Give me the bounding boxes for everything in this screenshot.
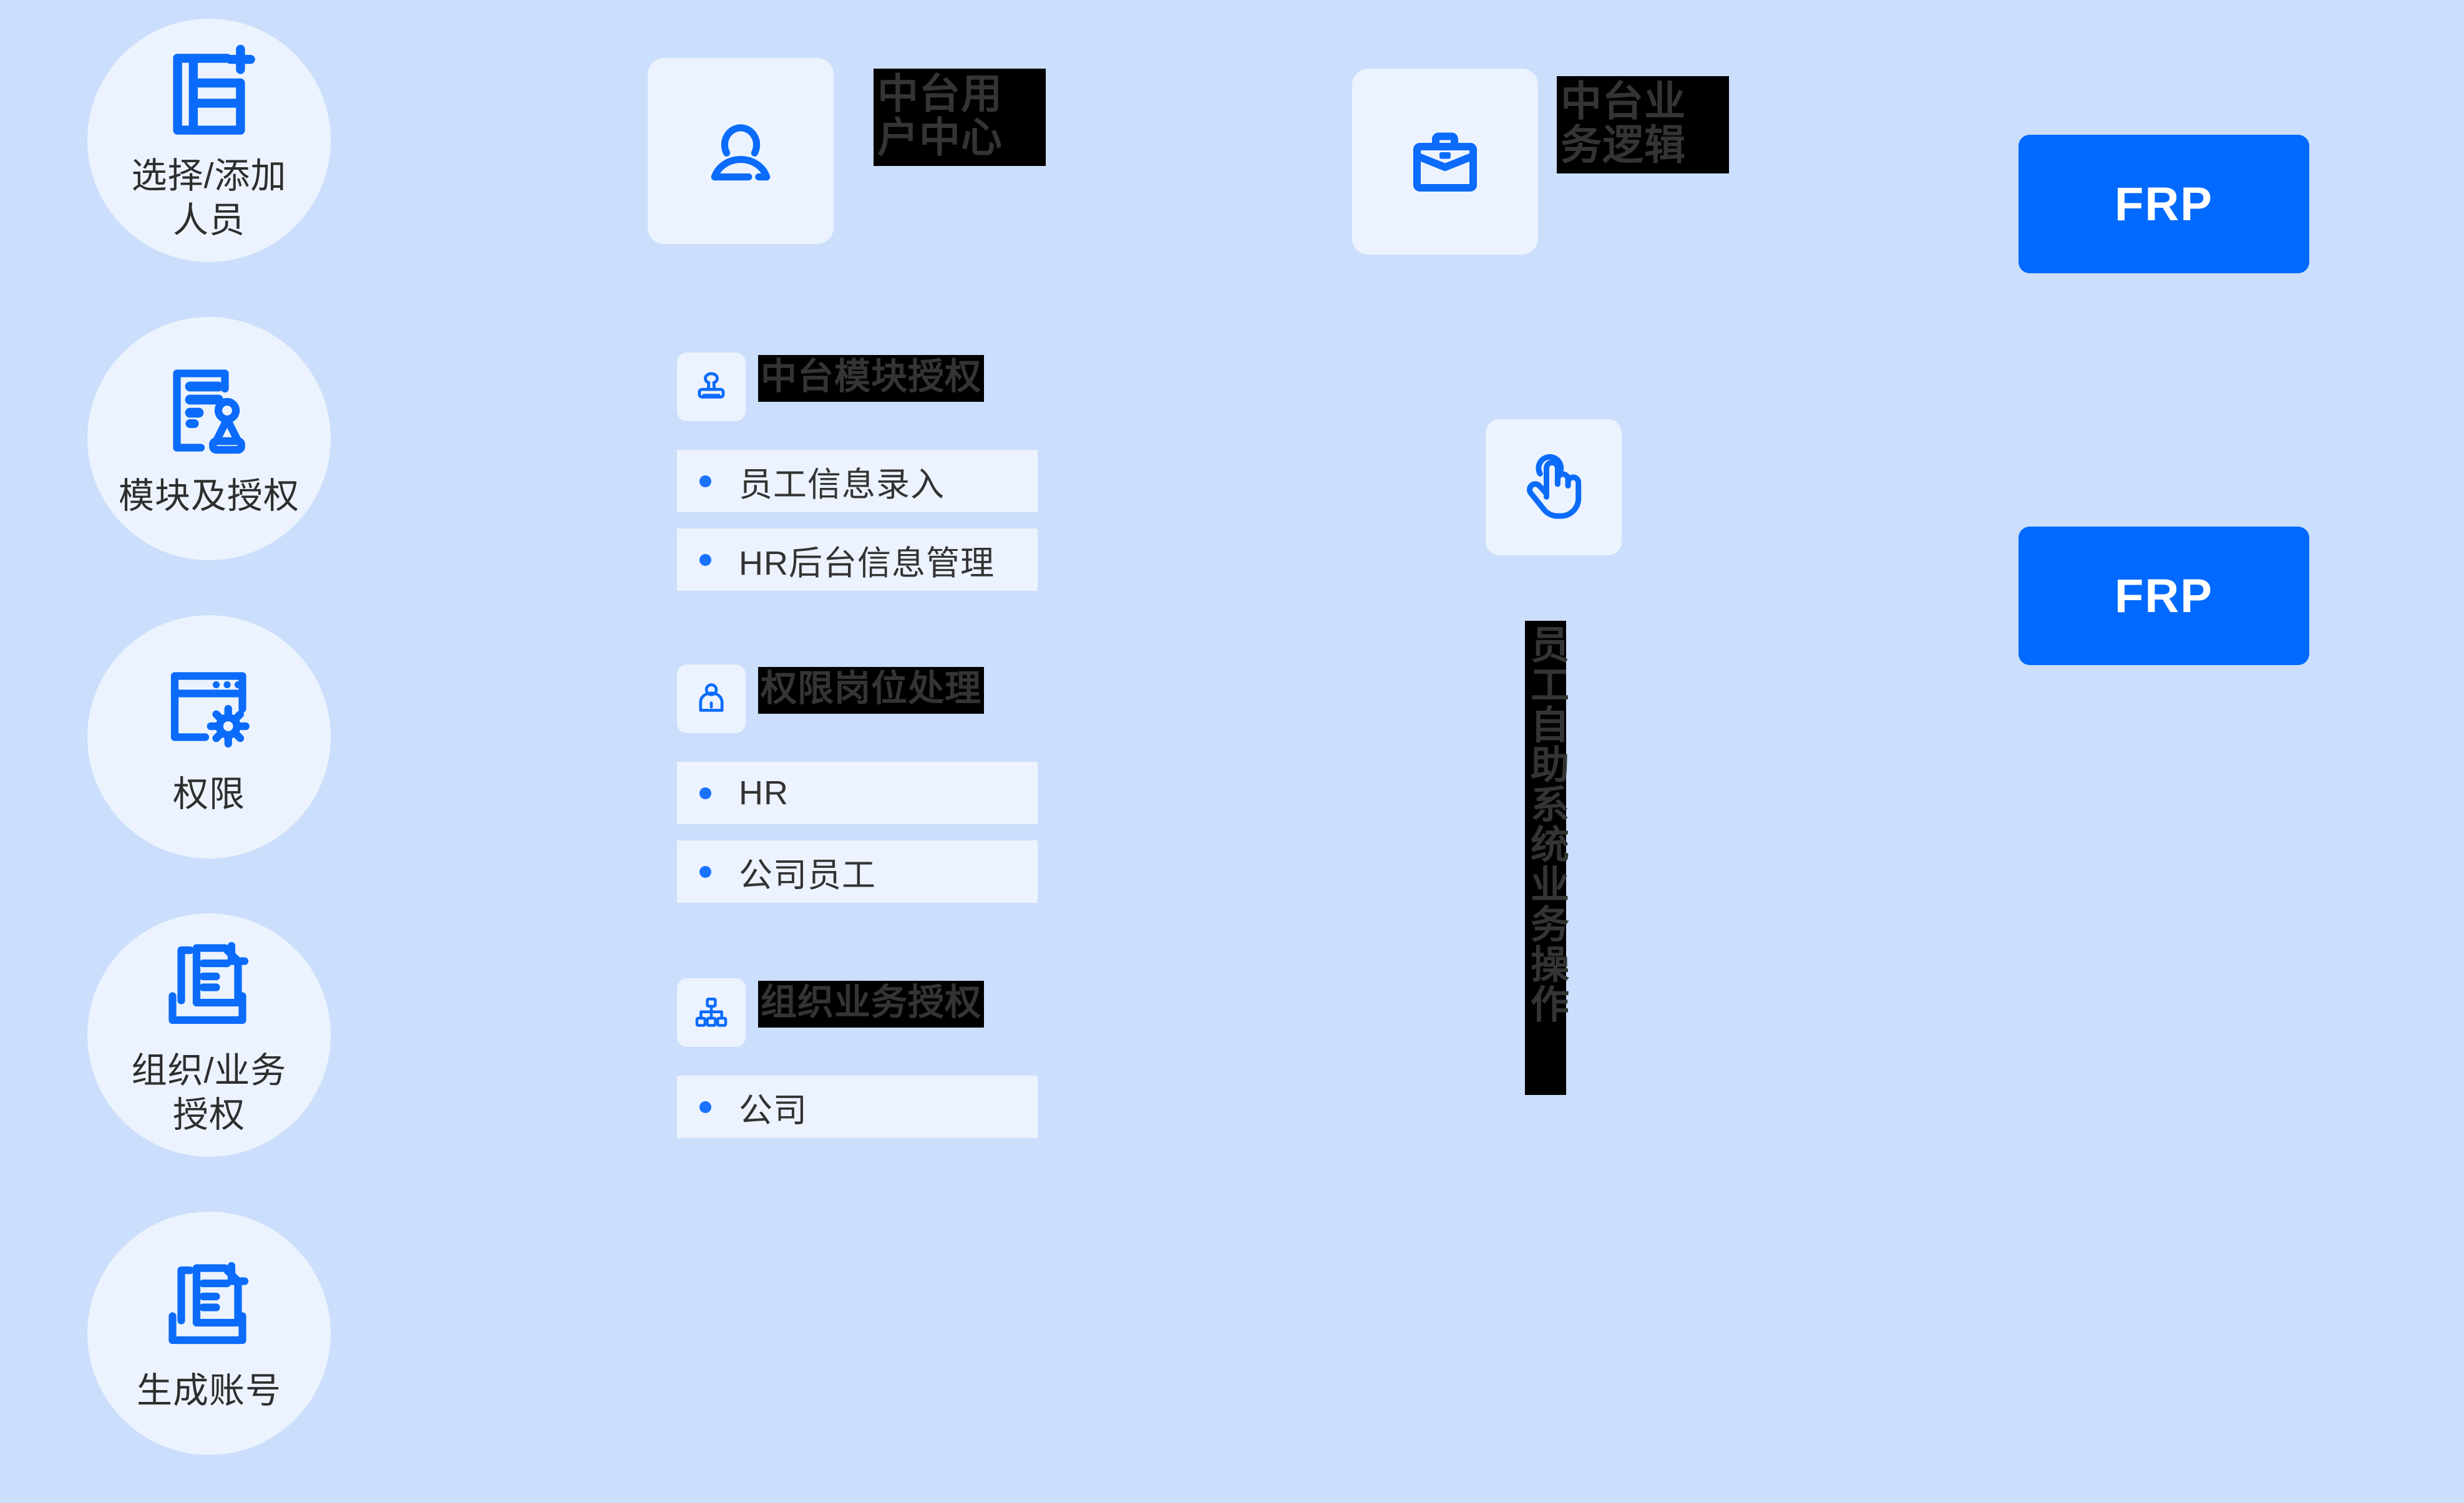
step-circle-label: 选择/添加 人员 [131, 155, 287, 240]
frp-button-bottom[interactable]: FRP [2018, 527, 2309, 665]
business-logic-title: 中台业 务逻辑 [1557, 76, 1729, 173]
frp-button-label: FRP [2115, 569, 2213, 623]
list-item[interactable]: 员工信息录入 [677, 450, 1038, 512]
list-item[interactable]: 公司 [677, 1076, 1038, 1138]
bullet-dot-icon [699, 787, 711, 799]
step-circle-label: 生成账号 [137, 1371, 281, 1411]
stamp-icon-tile[interactable] [677, 353, 746, 421]
tap-hand-icon [1514, 447, 1594, 527]
org-tree-icon [691, 993, 731, 1033]
user-badge-icon [691, 678, 732, 719]
step-circle-label: 模块及授权 [119, 476, 299, 517]
group-title: 组织业务授权 [758, 981, 985, 1028]
user-center-tile[interactable] [648, 58, 834, 244]
tap-gesture-tile[interactable] [1486, 419, 1622, 555]
add-layout-icon [153, 38, 265, 150]
business-logic-tile[interactable] [1352, 69, 1538, 255]
bullet-dot-icon [699, 865, 711, 878]
list-item-label: 公司员工 [739, 856, 876, 894]
list-item[interactable]: HR [677, 762, 1038, 824]
group-role-position-handling: 权限岗位处理 HR 公司员工 [677, 664, 1038, 903]
briefcase-icon [1398, 115, 1492, 208]
user-icon [691, 101, 791, 201]
frp-button-top[interactable]: FRP [2018, 135, 2309, 273]
stamp-icon [690, 366, 733, 408]
group-module-authorization: 中台模块授权 员工信息录入 HR后台信息管理 [677, 353, 1038, 591]
user-badge-icon-tile[interactable] [677, 664, 746, 733]
self-service-note: 员工自助系统业务操作 [1524, 621, 1567, 1095]
document-stamp-icon [153, 358, 265, 470]
bullet-dot-icon [699, 475, 711, 487]
step-circle-label: 权限 [173, 774, 245, 815]
user-center-title: 中台用 户中心 [874, 69, 1046, 166]
window-gear-icon [153, 656, 265, 769]
step-circle-label: 组织/业务 授权 [131, 1050, 287, 1135]
step-circle-select-add-person[interactable]: 选择/添加 人员 [87, 19, 331, 262]
step-circle-org-business-auth[interactable]: 组织/业务 授权 [87, 913, 331, 1157]
org-tree-icon-tile[interactable] [677, 978, 746, 1047]
bullet-dot-icon [699, 1101, 711, 1113]
documents-tray-icon [153, 1253, 265, 1365]
list-item-label: 公司 [739, 1091, 807, 1129]
group-title: 权限岗位处理 [758, 667, 985, 714]
bullet-dot-icon [699, 553, 711, 566]
frp-button-label: FRP [2115, 177, 2213, 231]
list-item[interactable]: 公司员工 [677, 840, 1038, 903]
step-circle-module-and-auth[interactable]: 模块及授权 [87, 317, 331, 560]
list-item[interactable]: HR后台信息管理 [677, 528, 1038, 591]
documents-tray-icon [153, 933, 265, 1045]
list-item-label: HR后台信息管理 [739, 544, 995, 582]
step-circle-generate-account[interactable]: 生成账号 [87, 1212, 331, 1455]
group-organization-business-authorization: 组织业务授权 公司 [677, 978, 1038, 1138]
step-circle-permission[interactable]: 权限 [87, 615, 331, 859]
list-item-label: HR [739, 774, 789, 812]
list-item-label: 员工信息录入 [739, 465, 945, 503]
group-title: 中台模块授权 [758, 355, 985, 402]
